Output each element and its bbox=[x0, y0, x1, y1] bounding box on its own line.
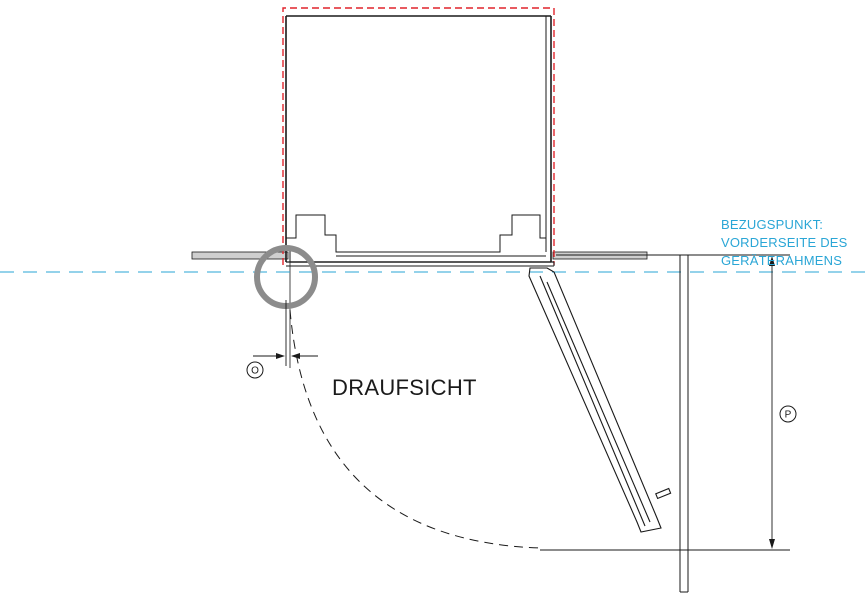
marker-p-label: P bbox=[785, 410, 792, 421]
right-wall-panel bbox=[552, 251, 648, 260]
reference-label-line-2: VORDERSEITE DES bbox=[721, 235, 848, 250]
dimension-p bbox=[540, 254, 790, 551]
marker-o: O bbox=[246, 361, 264, 379]
marker-p: P bbox=[779, 405, 797, 423]
reference-label-line-1: BEZUGSPUNKT: bbox=[721, 217, 823, 232]
reference-label: BEZUGSPUNKT: VORDERSEITE DES GERÄTERAHME… bbox=[721, 217, 848, 268]
door-open bbox=[528, 267, 672, 533]
side-post bbox=[679, 255, 689, 593]
left-wall-panel bbox=[191, 251, 289, 260]
appliance-body bbox=[285, 15, 552, 368]
door-closed-front bbox=[286, 261, 555, 267]
appliance-outline-dashed bbox=[282, 7, 555, 265]
reference-label-line-3: GERÄTERAHMENS bbox=[721, 253, 842, 268]
door-swing-arc bbox=[289, 309, 541, 549]
dimension-o bbox=[253, 300, 318, 366]
marker-o-label: O bbox=[251, 366, 259, 377]
view-title: DRAUFSICHT bbox=[332, 375, 477, 400]
